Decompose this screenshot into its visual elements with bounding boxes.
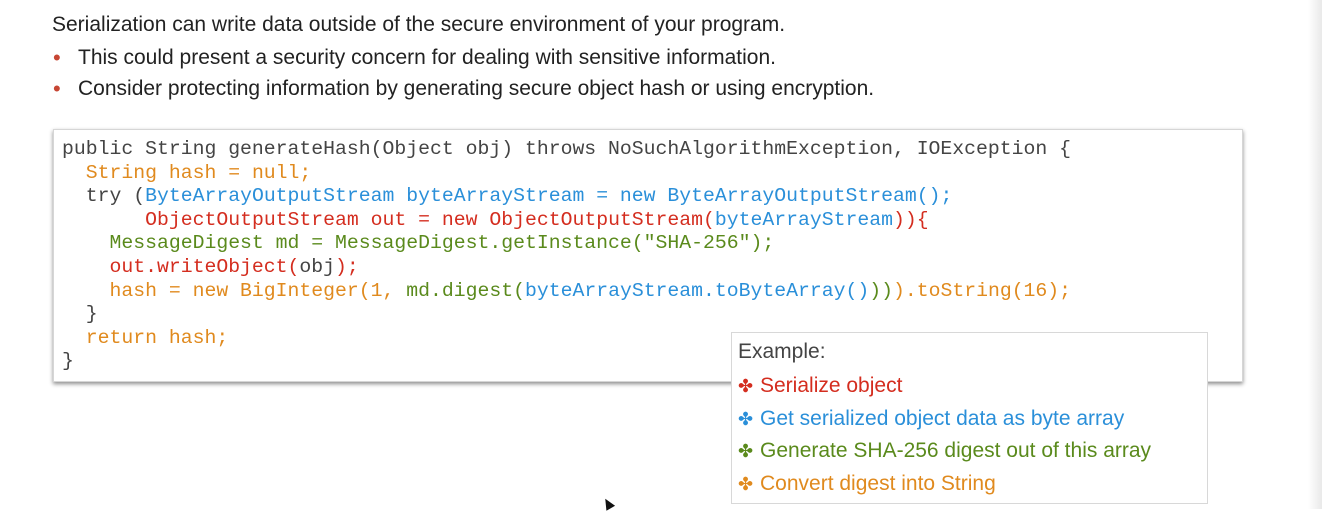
bullet-text: Consider protecting information by gener… xyxy=(78,77,875,100)
code-token: ObjectOutputStream out = new ObjectOutpu… xyxy=(145,208,715,231)
code-line: public String generateHash(Object obj) t… xyxy=(62,138,1071,162)
code-token: String hash = null; xyxy=(85,161,312,184)
code-token xyxy=(62,327,86,349)
code-line: hash = new BigInteger(1, md.digest(byteA… xyxy=(62,280,1071,304)
code-token: md.digest( xyxy=(406,279,525,302)
code-token xyxy=(62,162,86,184)
code-line: ObjectOutputStream out = new ObjectOutpu… xyxy=(62,209,1071,233)
intro-text: Serialization can write data outside of … xyxy=(52,13,786,36)
code-token: } xyxy=(62,350,74,373)
code-token: return hash; xyxy=(85,326,229,349)
code-token: } xyxy=(62,303,98,326)
code-token: out.writeObject( xyxy=(109,255,300,278)
example-callout: Example: ✤ Serialize object ✤ Get serialize… xyxy=(731,332,1208,504)
code-line: MessageDigest md = MessageDigest.getInst… xyxy=(62,232,1071,256)
bullet-item: • Consider protecting information by gen… xyxy=(52,73,874,104)
code-token: obj xyxy=(299,255,336,278)
code-line: } xyxy=(62,350,1071,374)
code-token: try ( xyxy=(62,185,146,208)
example-item-text: Convert digest into String xyxy=(760,471,996,495)
code-line: return hash; xyxy=(62,327,1071,351)
bullet-text: This could present a security concern fo… xyxy=(78,46,777,69)
bullet-dot-icon: • xyxy=(53,45,61,70)
code-token: public String generateHash(Object obj) t… xyxy=(62,138,1072,160)
right-edge-shadow xyxy=(1308,0,1322,509)
example-item: ✤ Convert digest into String xyxy=(738,468,1207,501)
code-token: hash = new BigInteger(1, xyxy=(109,279,407,302)
bullet-dot-icon: • xyxy=(53,76,61,101)
code-line: } xyxy=(62,303,1071,327)
code-token xyxy=(62,280,109,302)
code-token: byteArrayStream xyxy=(714,208,893,231)
code-token: ).toString(16); xyxy=(892,279,1072,302)
code-token: byteArrayStream.toByteArray() xyxy=(524,279,870,302)
example-title: Example: xyxy=(738,340,826,363)
code-token xyxy=(62,256,109,278)
code-token: ); xyxy=(335,255,359,278)
example-item: ✤ Generate SHA-256 digest out of this arr… xyxy=(738,435,1207,468)
example-item-text: Generate SHA-256 digest out of this arra… xyxy=(760,439,1152,462)
code-line: String hash = null; xyxy=(62,162,1071,186)
code-listing: public String generateHash(Object obj) t… xyxy=(62,138,1071,374)
example-list: ✤ Serialize object ✤ Get serialized object … xyxy=(738,370,1207,500)
code-token xyxy=(62,232,109,254)
code-line: out.writeObject(obj); xyxy=(62,256,1071,280)
example-item-text: Serialize object xyxy=(760,374,903,397)
code-token: )) xyxy=(869,279,893,302)
example-item: ✤ Get serialized object data as byte arra… xyxy=(738,403,1207,436)
code-block: public String generateHash(Object obj) t… xyxy=(53,129,1243,382)
cross-flower-icon: ✤ xyxy=(738,376,754,396)
code-token: MessageDigest md = MessageDigest.getInst… xyxy=(109,232,775,255)
code-token: ByteArrayOutputStream byteArrayStream = … xyxy=(145,185,953,208)
code-token xyxy=(62,209,145,231)
bullet-item: • This could present a security concern … xyxy=(52,42,874,73)
cross-flower-icon: ✤ xyxy=(738,473,754,494)
example-item-text: Get serialized object data as byte array xyxy=(760,406,1125,430)
cross-flower-icon: ✤ xyxy=(738,408,754,429)
bullet-list: • This could present a security concern … xyxy=(52,42,874,104)
example-item: ✤ Serialize object xyxy=(738,370,1207,403)
cross-flower-icon: ✤ xyxy=(738,441,754,461)
code-line: try (ByteArrayOutputStream byteArrayStre… xyxy=(62,185,1071,209)
code-token: )){ xyxy=(892,208,929,231)
